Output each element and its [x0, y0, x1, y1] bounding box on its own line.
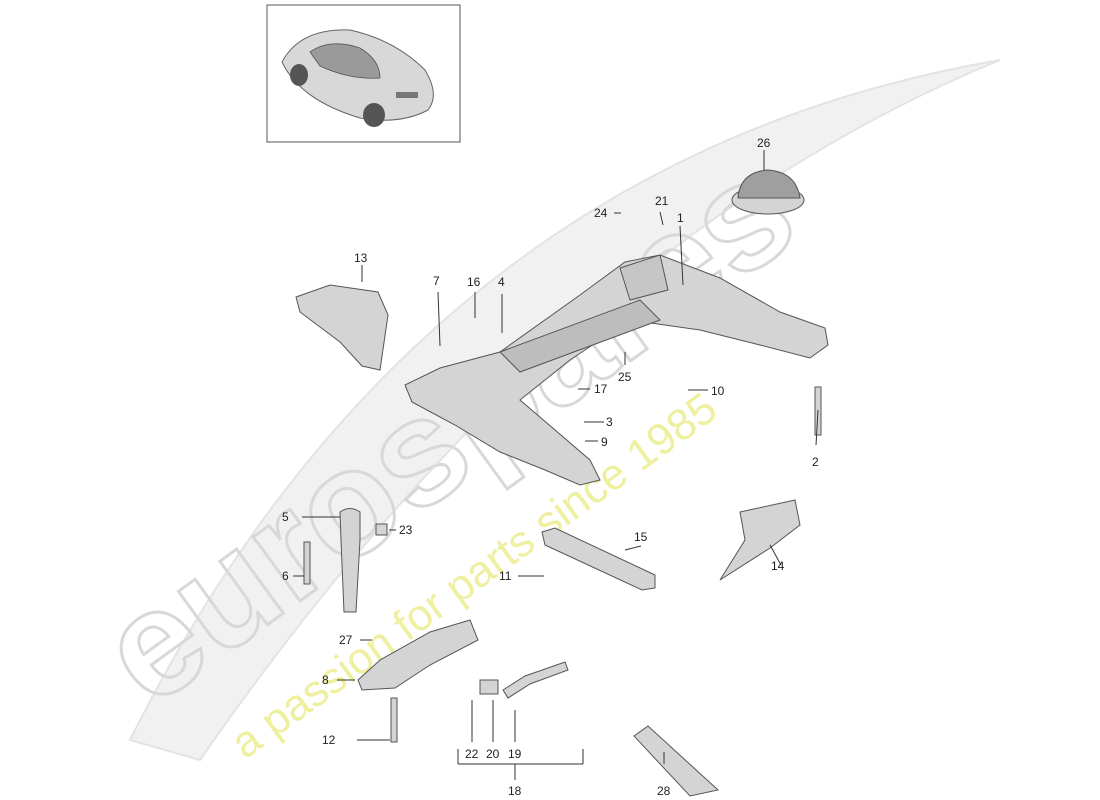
control-arm — [357, 619, 479, 691]
callout-13: 13 — [354, 251, 368, 265]
bracket-13 — [295, 284, 389, 371]
link-19 — [502, 661, 569, 699]
callout-17: 17 — [594, 382, 608, 396]
part-28 — [633, 725, 720, 797]
upright — [339, 508, 361, 613]
mount-26-top — [737, 169, 801, 199]
callout-26: 26 — [757, 136, 771, 150]
parts — [295, 169, 829, 797]
callout-24: 24 — [594, 206, 608, 220]
callout-27: 27 — [339, 633, 353, 647]
callout-6: 6 — [282, 569, 289, 583]
callout-25: 25 — [618, 370, 632, 384]
callout-20: 20 — [486, 747, 500, 761]
callout-10: 10 — [711, 384, 725, 398]
car-wheel-rear — [363, 103, 385, 127]
callout-28: 28 — [657, 784, 671, 798]
bolt-12 — [390, 697, 398, 743]
plate-15 — [541, 527, 656, 591]
callout-11: 11 — [499, 569, 512, 583]
callout-2: 2 — [812, 455, 819, 469]
leader-lines — [293, 150, 819, 780]
callout-1: 1 — [677, 211, 684, 225]
callout-3: 3 — [606, 415, 613, 429]
nut-23 — [375, 523, 388, 536]
callout-16: 16 — [467, 275, 481, 289]
callout-7: 7 — [433, 274, 440, 288]
callout-12: 12 — [322, 733, 336, 747]
callout-18: 18 — [508, 784, 522, 798]
subframe-bracket — [619, 254, 669, 301]
callout-19: 19 — [508, 747, 522, 761]
callout-22: 22 — [465, 747, 479, 761]
subframe — [404, 254, 829, 486]
bolt-6 — [303, 541, 311, 585]
car-thumbnail — [266, 4, 461, 143]
callout-14: 14 — [771, 559, 785, 573]
callout-23: 23 — [399, 523, 413, 537]
bracket-14 — [719, 499, 801, 581]
callout-5: 5 — [282, 510, 289, 524]
subframe-crossmember — [499, 299, 661, 373]
car-wheel-front — [290, 64, 308, 86]
sensor-20 — [479, 679, 499, 695]
callout-4: 4 — [498, 275, 505, 289]
callout-9: 9 — [601, 435, 608, 449]
callout-8: 8 — [322, 673, 329, 687]
car-taillight — [396, 92, 418, 98]
watermark-swoosh — [128, 59, 1001, 762]
callout-15: 15 — [634, 530, 648, 544]
callout-21: 21 — [655, 194, 669, 208]
callout-labels: 1 2 3 4 5 6 7 8 9 10 11 12 13 14 15 16 1… — [282, 136, 819, 798]
car-roof — [309, 43, 381, 79]
